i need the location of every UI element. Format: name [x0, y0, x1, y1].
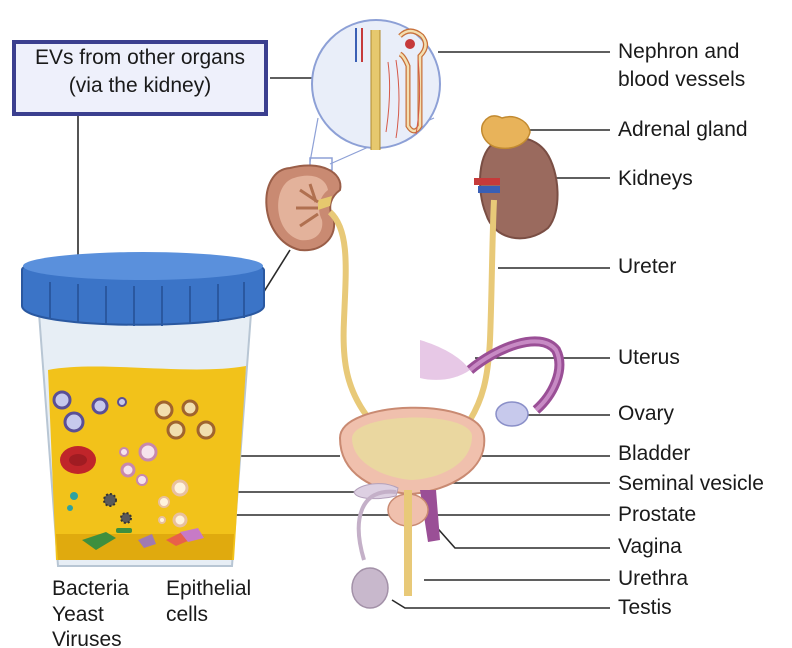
left-kidney [266, 165, 340, 250]
label-ovary: Ovary [618, 400, 674, 427]
callout-text: EVs from other organs (via the kidney) [16, 44, 264, 100]
leader-vagina [432, 522, 610, 548]
male-organs [352, 484, 428, 608]
bladder [340, 408, 484, 494]
label-vagina: Vagina [618, 533, 682, 560]
callout-line-1: EVs from other organs [16, 44, 264, 72]
label-testis: Testis [618, 594, 672, 621]
callout-line-2: (via the kidney) [16, 72, 264, 100]
adrenal-gland [482, 116, 530, 148]
label-viruses: Viruses [52, 626, 122, 648]
label-adrenal: Adrenal gland [618, 116, 748, 143]
label-cells: cells [166, 601, 208, 628]
label-prostate: Prostate [618, 501, 696, 528]
label-bladder: Bladder [618, 440, 690, 467]
label-bacteria: Bacteria [52, 575, 129, 602]
label-epithelial: Epithelial [166, 575, 251, 602]
right-kidney [474, 116, 558, 238]
leader-testis [392, 600, 610, 608]
label-seminal-vesicle: Seminal vesicle [618, 470, 764, 497]
ureters [330, 200, 494, 420]
nephron-zoom [310, 20, 440, 170]
label-ureter: Ureter [618, 253, 676, 280]
label-kidneys: Kidneys [618, 165, 693, 192]
label-urethra: Urethra [618, 565, 688, 592]
specimen-cup [22, 252, 264, 566]
label-nephron-2: blood vessels [618, 66, 745, 93]
label-uterus: Uterus [618, 344, 680, 371]
label-yeast: Yeast [52, 601, 104, 628]
label-nephron-1: Nephron and [618, 38, 739, 65]
ovary [496, 402, 528, 426]
